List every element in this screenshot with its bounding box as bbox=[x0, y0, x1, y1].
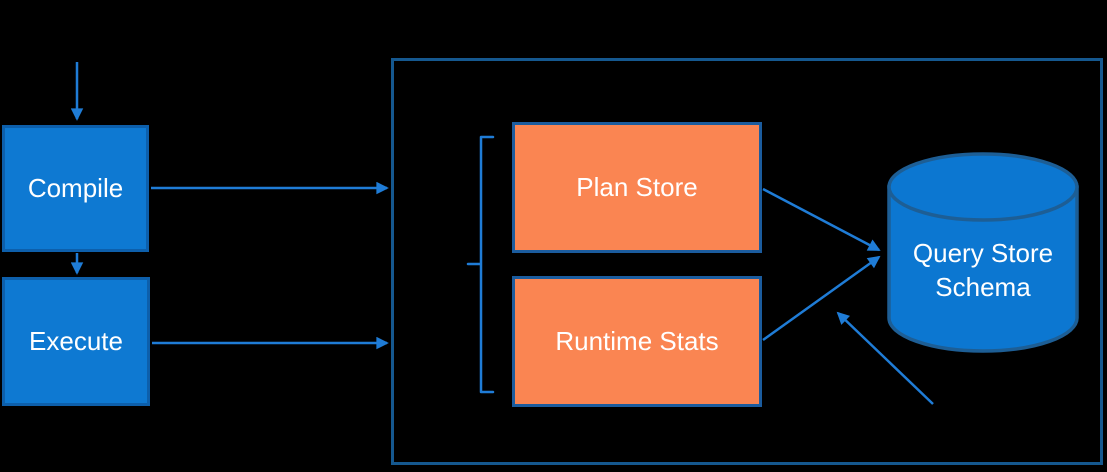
compile-label: Compile bbox=[27, 173, 124, 203]
execute-node: Execute bbox=[2, 277, 150, 406]
compile-node: Compile bbox=[2, 125, 149, 252]
plan-store-label: Plan Store bbox=[576, 172, 698, 202]
runtime-stats-label: Runtime Stats bbox=[555, 326, 719, 356]
query-store-container-box bbox=[391, 58, 1103, 465]
database-cylinder-icon bbox=[887, 152, 1079, 353]
execute-label: Execute bbox=[29, 326, 123, 356]
plan-store-node: Plan Store bbox=[512, 122, 762, 253]
runtime-stats-node: Runtime Stats bbox=[512, 276, 762, 407]
query-store-schema-label: Query Store Schema bbox=[912, 238, 1054, 302]
cylinder-top bbox=[887, 152, 1079, 222]
